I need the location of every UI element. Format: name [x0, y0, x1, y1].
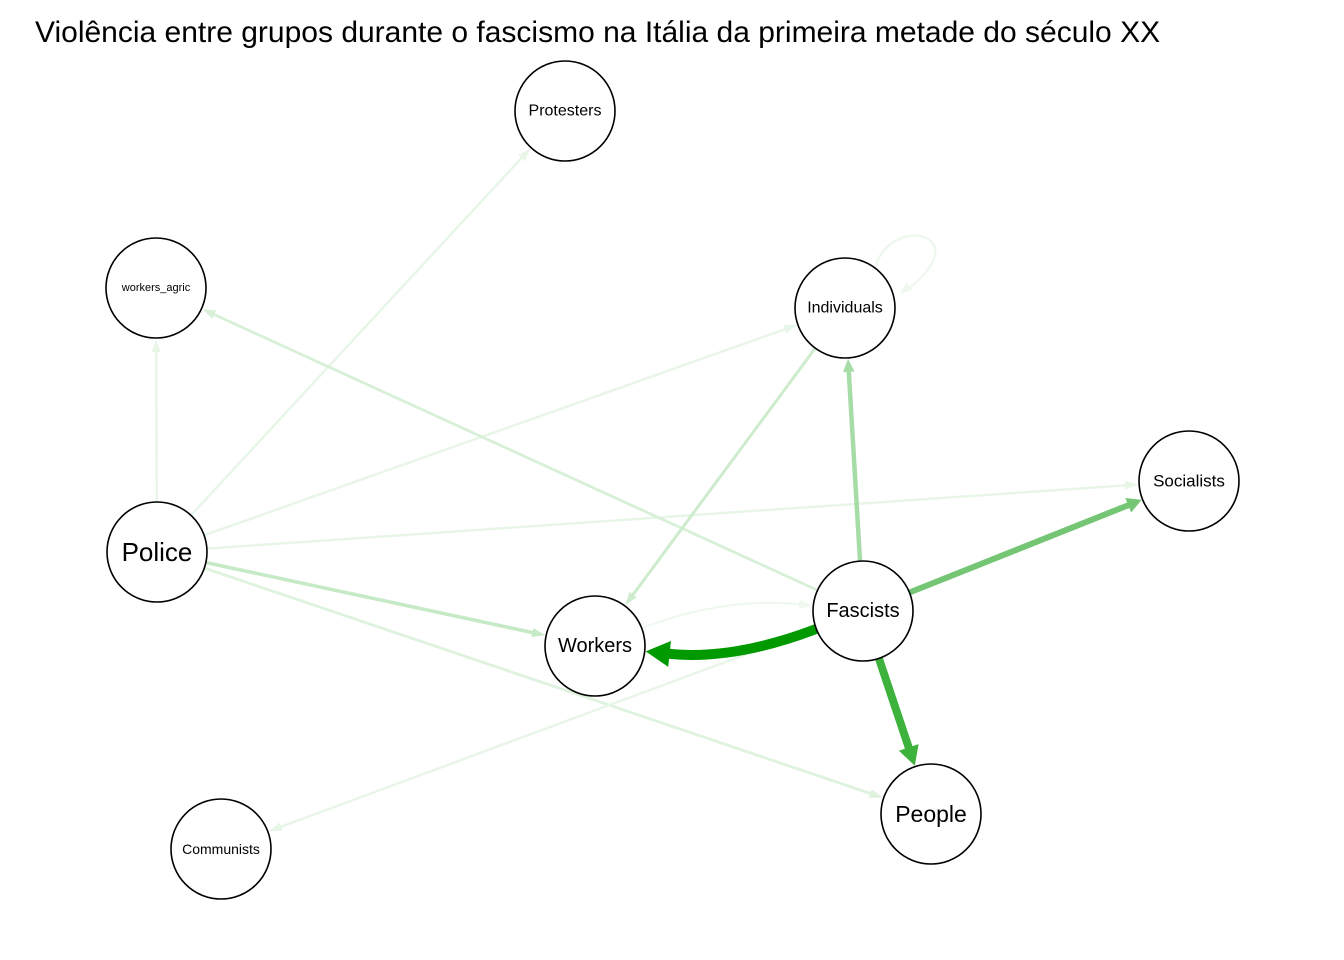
node-circle [106, 501, 208, 603]
node-circle [544, 595, 646, 697]
node-socialists: Socialists [1138, 430, 1240, 532]
edge-police-to-individuals [203, 325, 797, 537]
node-circle [170, 798, 272, 900]
node-label: Fascists [826, 600, 899, 622]
node-communists: Communists [170, 798, 272, 900]
edge-fascists-to-individuals [842, 358, 863, 562]
node-circle [812, 560, 914, 662]
node-label: Communists [182, 841, 260, 857]
node-circle [794, 257, 896, 359]
edge-fascists-to-people [875, 657, 919, 766]
node-fascists: Fascists [812, 560, 914, 662]
edges-layer [151, 148, 1142, 832]
edge-workers-to-fascists [641, 599, 813, 630]
edge-fascists-to-communists [268, 627, 817, 832]
diagram-title: Violência entre grupos durante o fascism… [35, 16, 1161, 49]
edge-fascists-to-workers [645, 624, 819, 667]
edge-fascists-to-workers-agric [202, 309, 819, 592]
node-individuals: Individuals [794, 257, 896, 359]
node-people: People [880, 763, 982, 865]
node-label: Protesters [529, 103, 602, 120]
node-label: Workers [558, 635, 632, 657]
edge-fascists-to-socialists [908, 497, 1142, 596]
node-circle [105, 237, 207, 339]
node-circle [880, 763, 982, 865]
edge-police-to-people [203, 566, 883, 798]
node-label: Individuals [807, 300, 883, 317]
edge-individuals-to-workers [625, 347, 817, 605]
node-label: Police [122, 537, 193, 567]
node-circle [514, 60, 616, 162]
edge-police-to-protesters [190, 148, 531, 517]
node-label: Socialists [1153, 472, 1225, 491]
edge-police-to-workers [205, 560, 546, 638]
nodes-layer: Protesters workers_agricIndividualsSocial… [105, 60, 1240, 900]
node-protesters: Protesters [514, 60, 616, 162]
node-workers: Workers [544, 595, 646, 697]
node-workers-agric: workers_agric [105, 237, 207, 339]
edge-individuals-to-individuals [873, 234, 937, 294]
node-police: Police [106, 501, 208, 603]
node-label: People [895, 801, 967, 827]
edge-police-to-socialists [206, 480, 1139, 550]
node-circle [1138, 430, 1240, 532]
edge-police-to-workers-agric [151, 338, 161, 503]
node-label: workers_agric [121, 282, 191, 294]
